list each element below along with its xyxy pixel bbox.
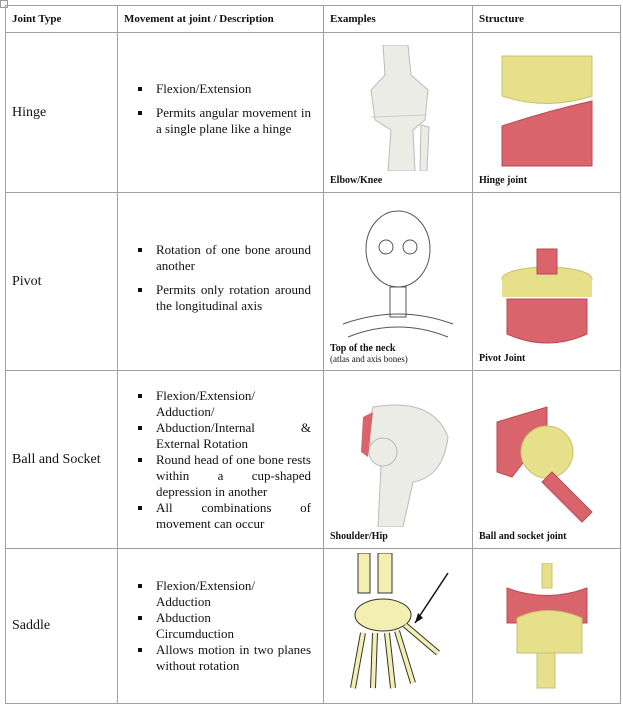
- joint-type: Pivot: [5, 192, 118, 371]
- table-row: Pivot Rotation of one bone around anothe…: [5, 192, 621, 371]
- bullet: Round head of one bone rests within a cu…: [138, 451, 311, 499]
- pivot-joint-illustration: [501, 248, 592, 344]
- table-row: Hinge Flexion/Extension Permits angular …: [5, 32, 621, 193]
- joint-type: Saddle: [5, 548, 118, 704]
- structure-caption: Hinge joint: [479, 175, 528, 186]
- structure-cell: Pivot Joint: [472, 192, 621, 371]
- table-row: Saddle Flexion/Extension/Adduction Abduc…: [5, 548, 621, 704]
- example-cell: [323, 548, 473, 704]
- bullet: Rotation of one bone around another: [138, 241, 311, 273]
- bullet: Allows motion in two planes without rota…: [138, 642, 311, 673]
- ball-socket-joint-illustration: [496, 406, 593, 523]
- example-cell: Shoulder/Hip: [323, 370, 473, 549]
- table-move-handle[interactable]: [0, 0, 8, 8]
- bullet: Permits only rotation around the longitu…: [138, 281, 311, 313]
- hand-wrist-illustration: [350, 553, 449, 689]
- joint-type: Ball and Socket: [5, 370, 118, 549]
- example-subcaption: (atlas and axis bones): [330, 354, 408, 364]
- saddle-joint-illustration: [506, 563, 587, 689]
- hip-illustration: [361, 404, 449, 527]
- structure-cell: Hinge joint: [472, 32, 621, 193]
- bullet: Flexion/Extension: [138, 81, 311, 97]
- joint-types-table: Joint Type Movement at joint / Descripti…: [5, 5, 621, 704]
- bullet: Abduction/Internal & External Rotation: [138, 419, 311, 451]
- skull-neck-illustration: [342, 210, 454, 338]
- example-cell: Elbow/Knee: [323, 32, 473, 193]
- example-cell: Top of the neck (atlas and axis bones): [323, 192, 473, 371]
- structure-caption: Pivot Joint: [479, 353, 526, 364]
- table-row: Ball and Socket Flexion/Extension/Adduct…: [5, 370, 621, 549]
- header-row: Joint Type Movement at joint / Descripti…: [5, 5, 621, 33]
- joint-type: Hinge: [5, 32, 118, 193]
- structure-caption: Ball and socket joint: [479, 531, 567, 542]
- bullet: Flexion/Extension/Adduction/: [138, 387, 311, 420]
- header-examples: Examples: [323, 5, 473, 33]
- bullet-text: Flexion/Extension/: [156, 578, 255, 593]
- hinge-joint-illustration: [501, 55, 592, 167]
- bullet-continuation: Circumduction: [156, 626, 234, 641]
- example-caption: Top of the neck: [330, 343, 396, 354]
- header-structure: Structure: [472, 5, 621, 33]
- bullet: All combinations of movement can occur: [138, 499, 311, 531]
- header-movement: Movement at joint / Description: [117, 5, 324, 33]
- description: Flexion/Extension Permits angular moveme…: [117, 32, 324, 193]
- bullet: Permits angular movement in a single pla…: [138, 104, 311, 136]
- bullet-continuation: Adduction: [156, 594, 211, 609]
- bullet: Flexion/Extension/Adduction: [138, 578, 311, 610]
- description: Flexion/Extension/Adduction/ Abduction/I…: [117, 370, 324, 549]
- description: Rotation of one bone around another Perm…: [117, 192, 324, 371]
- structure-cell: Ball and socket joint: [472, 370, 621, 549]
- structure-cell: [472, 548, 621, 704]
- header-joint-type: Joint Type: [5, 5, 118, 33]
- example-caption: Elbow/Knee: [330, 175, 383, 186]
- bullet-text: Flexion/Extension/: [156, 387, 255, 403]
- knee-illustration: [370, 45, 430, 171]
- example-caption: Shoulder/Hip: [330, 531, 388, 542]
- bullet-text: Abduction: [156, 610, 211, 625]
- bullet-continuation: Adduction/: [156, 403, 215, 419]
